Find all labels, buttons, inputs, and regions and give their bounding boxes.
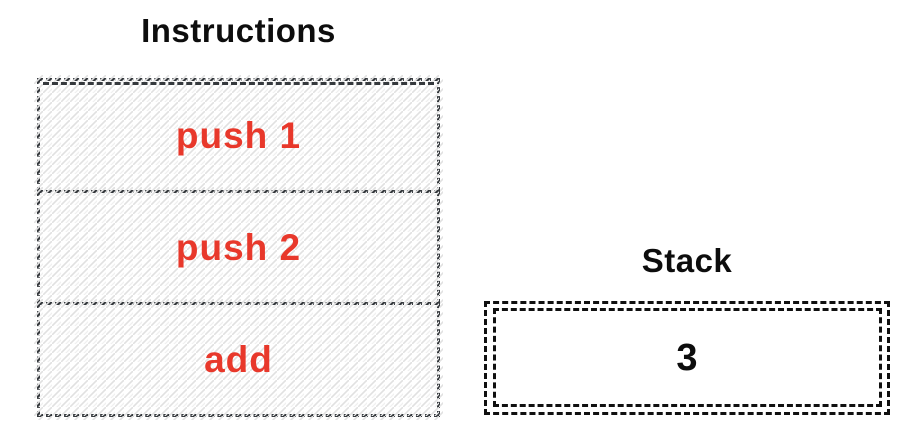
instruction-box-add: add	[34, 299, 443, 420]
stack-value: 3	[676, 336, 698, 379]
hatch-texture-icon	[34, 187, 443, 308]
instructions-group: push 1 push 2 add	[34, 75, 443, 420]
hatch-texture-icon	[34, 299, 443, 420]
instructions-title: Instructions	[141, 12, 336, 49]
instruction-label-add: add	[204, 338, 273, 380]
stack-slot-box: 3	[484, 301, 890, 415]
stack-title: Stack	[641, 242, 733, 279]
instruction-label-push-2: push 2	[175, 226, 302, 268]
instruction-box-push-1: push 1	[34, 75, 443, 196]
instruction-label-push-1: push 1	[175, 114, 302, 156]
hatch-texture-icon	[34, 75, 443, 196]
instruction-box-push-2: push 2	[34, 187, 443, 308]
